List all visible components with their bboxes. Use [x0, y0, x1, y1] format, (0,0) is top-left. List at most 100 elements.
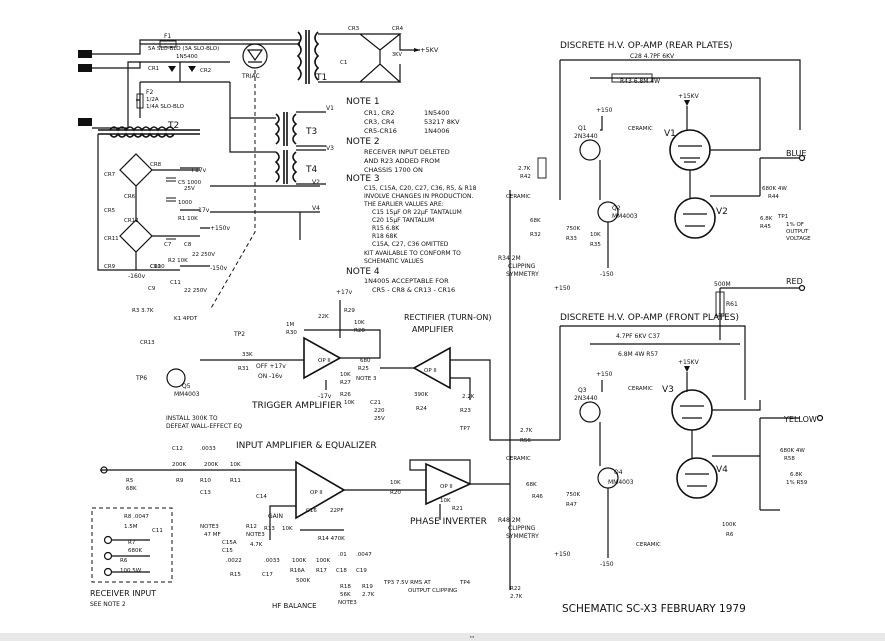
- svg-text:CR7: CR7: [104, 172, 116, 178]
- svg-text:R2 10K: R2 10K: [168, 258, 188, 264]
- svg-text:R13: R13: [264, 526, 275, 532]
- svg-text:2.7K: 2.7K: [510, 594, 523, 600]
- gain-label: GAIN: [268, 513, 283, 520]
- svg-text:10K: 10K: [340, 372, 351, 378]
- svg-text:10K: 10K: [390, 480, 401, 486]
- note3-title: NOTE 3: [346, 174, 380, 184]
- svg-text:CERAMIC: CERAMIC: [628, 386, 653, 392]
- page-marker-dots: ⋯: [470, 633, 475, 641]
- svg-text:CR12: CR12: [124, 218, 139, 224]
- svg-text:CR1: CR1: [148, 66, 159, 72]
- svg-text:-150: -150: [600, 561, 614, 568]
- svg-text:OUTPUT: OUTPUT: [786, 229, 809, 235]
- svg-text:+17v: +17v: [336, 289, 353, 296]
- triac-symbol: [242, 43, 268, 69]
- svg-text:53217 8KV: 53217 8KV: [424, 118, 460, 126]
- f1-value: 5A SLO-BLO (3A SLO-BLO): [148, 46, 219, 52]
- svg-text:CR6: CR6: [124, 194, 136, 200]
- svg-text:6.8M 4W R57: 6.8M 4W R57: [618, 351, 658, 358]
- svg-text:.0047: .0047: [356, 552, 372, 558]
- svg-text:CHASSIS 1700 ON: CHASSIS 1700 ON: [364, 166, 423, 174]
- svg-text:+15KV: +15KV: [678, 359, 700, 366]
- svg-text:MM4003: MM4003: [612, 213, 638, 220]
- svg-text:C15, C15A, C20, C27, C36, R5,: C15, C15A, C20, C27, C36, R5, & R18: [364, 185, 477, 192]
- svg-text:R6: R6: [120, 558, 128, 564]
- svg-text:22 250V: 22 250V: [192, 252, 215, 258]
- svg-text:TP4: TP4: [459, 580, 471, 586]
- svg-text:4.7K: 4.7K: [250, 542, 263, 548]
- svg-text:TP2: TP2: [233, 331, 245, 338]
- svg-text:680K: 680K: [128, 548, 142, 554]
- opamp-rectifier: [412, 346, 451, 390]
- svg-text:CR4: CR4: [392, 26, 404, 32]
- svg-text:2N3440: 2N3440: [574, 395, 598, 402]
- svg-text:R48 2M: R48 2M: [498, 517, 521, 524]
- svg-text:+150: +150: [596, 371, 613, 378]
- red-output-label: RED: [786, 277, 803, 286]
- svg-text:R10: R10: [200, 478, 211, 484]
- svg-text:R17: R17: [316, 568, 327, 574]
- note2-title: NOTE 2: [346, 137, 380, 147]
- svg-text:TP7: TP7: [459, 426, 471, 432]
- ac-plug-terminal: [78, 64, 92, 72]
- svg-text:R5: R5: [126, 478, 134, 484]
- svg-text:C15: C15: [222, 548, 233, 554]
- svg-text:C10: C10: [150, 264, 161, 270]
- yellow-output-terminal: [816, 414, 824, 422]
- svg-text:1N5400: 1N5400: [424, 109, 450, 117]
- v2-label: V2: [716, 207, 728, 217]
- ac-plug-terminal: [78, 50, 92, 58]
- svg-text:1.5M: 1.5M: [124, 524, 138, 530]
- svg-text:100K: 100K: [316, 558, 330, 564]
- opamp-phase: [425, 462, 472, 506]
- svg-text:10K: 10K: [440, 498, 451, 504]
- svg-text:C13: C13: [200, 490, 211, 496]
- tube-v3: [671, 389, 713, 431]
- svg-text:R15 6.8K: R15 6.8K: [372, 225, 400, 232]
- svg-text:R29: R29: [344, 308, 355, 314]
- svg-text:CR5-CR16: CR5-CR16: [364, 127, 397, 135]
- svg-text:68K: 68K: [126, 486, 137, 492]
- svg-text:R19: R19: [362, 584, 373, 590]
- red-output-terminal: [798, 284, 806, 292]
- svg-text:+150: +150: [554, 285, 571, 292]
- svg-text:CERAMIC: CERAMIC: [506, 456, 531, 462]
- svg-text:CERAMIC: CERAMIC: [636, 542, 661, 548]
- svg-text:R21: R21: [452, 506, 463, 512]
- yellow-output-label: YELLOW: [783, 415, 817, 424]
- svg-text:TP1: TP1: [777, 214, 788, 220]
- power-supply-section: F1 5A SLO-BLO (3A SLO-BLO) CR1 CR2 1N540…: [78, 26, 439, 311]
- svg-text:R47: R47: [566, 502, 577, 508]
- notes-block: NOTE 1 CR1, CR2 1N5400 CR3, CR4 53217 8K…: [346, 97, 477, 294]
- svg-text:1% OF: 1% OF: [786, 222, 804, 228]
- trigger-title: TRIGGER AMPLIFIER: [251, 401, 342, 411]
- hf-balance-label: HF BALANCE: [272, 602, 317, 610]
- svg-text:NOTE3: NOTE3: [246, 532, 265, 538]
- svg-text:R58: R58: [784, 456, 795, 462]
- svg-text:1/4A SLO-BLO: 1/4A SLO-BLO: [146, 104, 185, 110]
- ac-plug-terminal: [78, 118, 92, 126]
- svg-text:OP II: OP II: [440, 484, 453, 490]
- svg-text:25V: 25V: [184, 186, 195, 192]
- triac-label: TRIAC: [241, 73, 260, 80]
- svg-text:200K: 200K: [204, 462, 218, 468]
- svg-text:.0033: .0033: [264, 558, 280, 564]
- svg-text:F2: F2: [146, 89, 153, 96]
- svg-text:C8: C8: [184, 242, 192, 248]
- v3-label: V3: [662, 385, 674, 395]
- svg-text:C18: C18: [336, 568, 347, 574]
- note4-title: NOTE 4: [346, 267, 380, 277]
- svg-text:10K: 10K: [590, 232, 601, 238]
- svg-text:C15 15µF OR 22µF TANTALUM: C15 15µF OR 22µF TANTALUM: [372, 209, 462, 216]
- svg-text:OFF +17v: OFF +17v: [256, 363, 286, 370]
- svg-text:CR3: CR3: [348, 26, 360, 32]
- svg-text:+150: +150: [554, 551, 571, 558]
- svg-text:R16A: R16A: [290, 568, 305, 574]
- svg-text:CR3, CR4: CR3, CR4: [364, 118, 395, 126]
- svg-text:R9: R9: [176, 478, 184, 484]
- svg-text:1/2A: 1/2A: [146, 97, 159, 103]
- svg-text:220: 220: [374, 408, 385, 414]
- svg-text:INVOLVE CHANGES IN PRODUCTION.: INVOLVE CHANGES IN PRODUCTION.: [364, 193, 473, 200]
- svg-text:2.7K: 2.7K: [362, 592, 375, 598]
- svg-text:R56: R56: [520, 438, 531, 444]
